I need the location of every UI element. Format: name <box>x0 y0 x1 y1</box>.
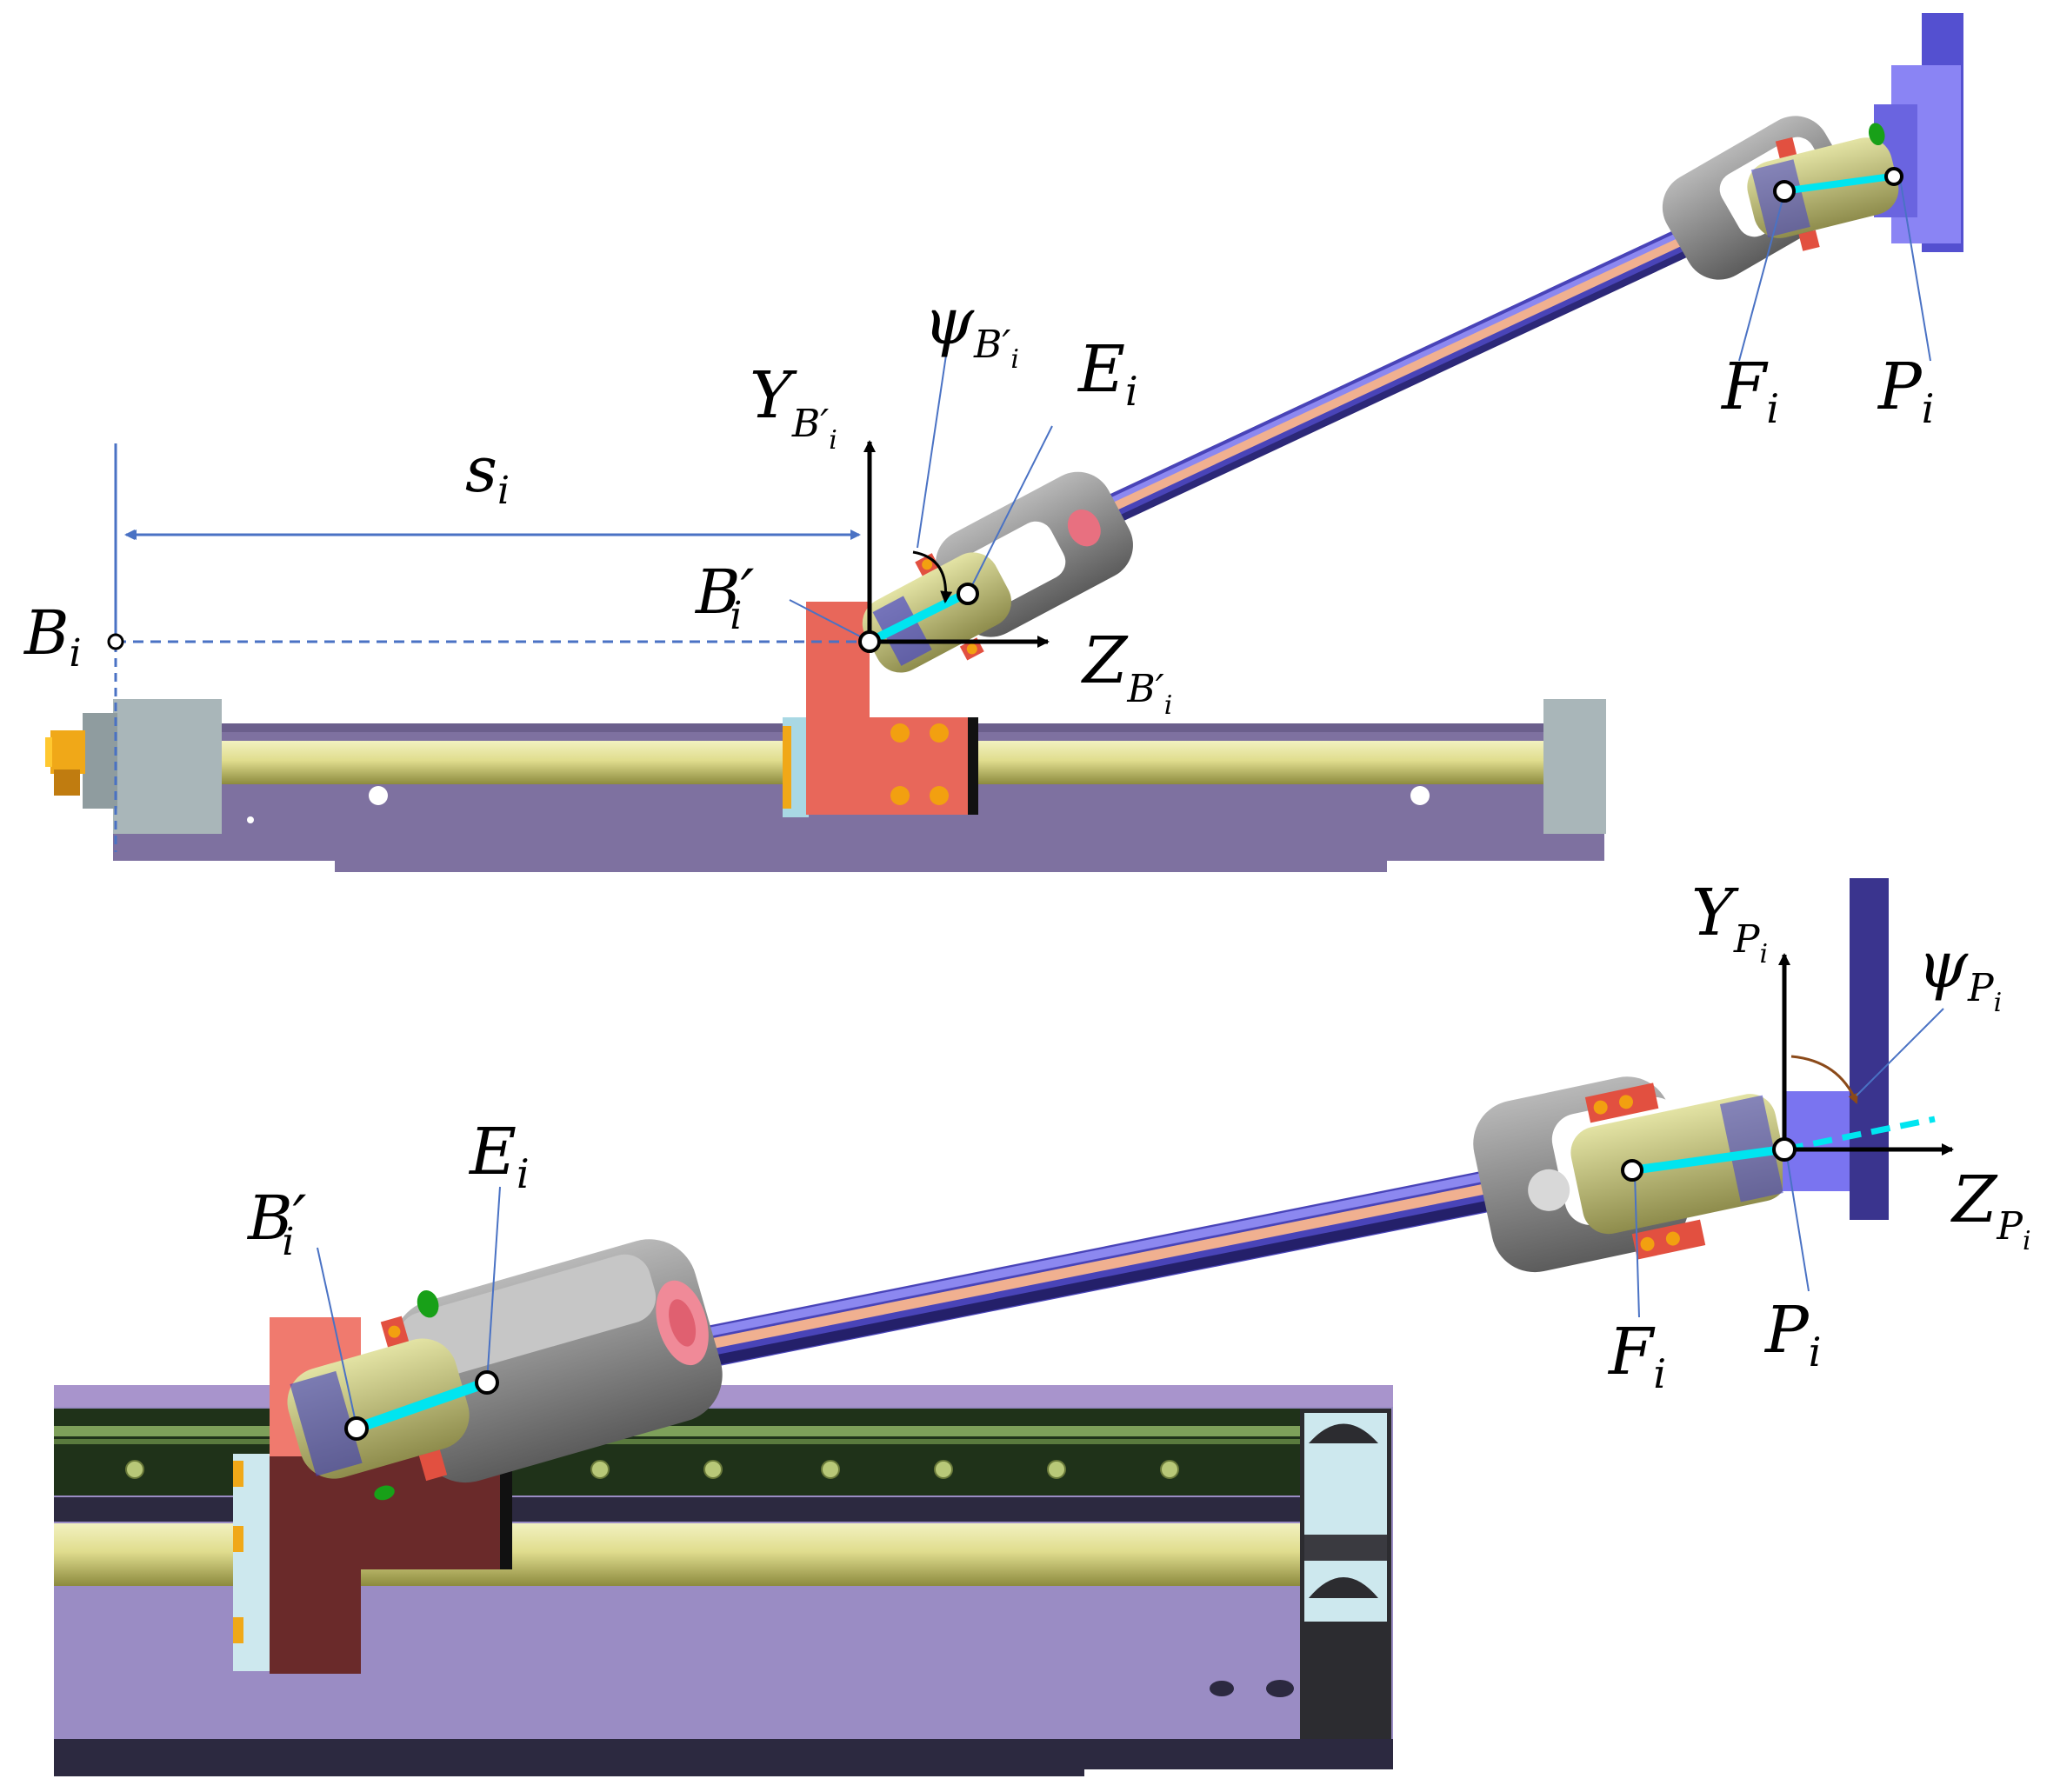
top-rail-hole <box>1410 786 1430 805</box>
point-Fi-bottom <box>1621 1159 1643 1182</box>
point-Bi <box>107 633 124 650</box>
point-Bprime-top <box>858 630 881 653</box>
bottom-view: B′i Ei Fi Pi YPi ZPi ψPi <box>54 876 2031 1776</box>
bottom-rail-screws <box>125 1460 1179 1479</box>
top-end-block-right <box>1543 699 1606 834</box>
label-psi-B: ψB′i <box>923 284 1019 375</box>
bottom-cyan-dashed <box>1783 1116 1936 1153</box>
top-platform <box>1874 13 1963 252</box>
label-si: si <box>465 433 510 513</box>
label-Y-B: YB′i <box>750 358 837 456</box>
label-Z-B: ZB′i <box>1081 623 1172 721</box>
label-psi-P: ψPi <box>1917 928 2002 1018</box>
bottom-cyan-segment <box>357 1377 489 1433</box>
bottom-end-block <box>1300 1409 1391 1739</box>
top-carriage <box>783 602 978 817</box>
label-Pi-bottom: Pi <box>1763 1293 1822 1376</box>
top-end-block-left <box>45 699 222 834</box>
label-Ei-top: Ei <box>1077 332 1138 415</box>
top-dimension-si <box>114 443 865 852</box>
top-view: Bi si B′i YB′i ZB′i ψB′i Ei Fi Pi <box>23 13 1963 872</box>
top-axes-B <box>863 440 1050 648</box>
point-Bprime-bottom <box>344 1416 369 1441</box>
top-rail-hole <box>369 786 388 805</box>
bottom-yoke <box>287 1289 470 1501</box>
label-Fi-bottom: Fi <box>1607 1315 1666 1397</box>
point-Ei-bottom <box>475 1370 499 1395</box>
label-Bi: Bi <box>23 597 82 676</box>
label-Bprime-top: B′i <box>694 556 754 638</box>
point-Ei-top <box>957 583 979 605</box>
label-Ei-bottom: Ei <box>468 1115 530 1197</box>
label-Y-P: YPi <box>1691 876 1768 969</box>
point-Fi-top <box>1773 180 1796 203</box>
bottom-cyan-segment-right <box>1631 1145 1783 1175</box>
bottom-axes-P <box>1778 953 1954 1156</box>
point-Pi-top <box>1884 167 1903 186</box>
top-rail-hole <box>247 816 254 823</box>
bottom-leaders <box>317 1008 1944 1427</box>
bottom-platform <box>1783 878 1889 1220</box>
bottom-rail-hole <box>1210 1681 1234 1696</box>
label-Z-P: ZPi <box>1950 1162 2031 1256</box>
top-leaders <box>789 177 1931 640</box>
label-Pi-top: Pi <box>1877 350 1935 432</box>
bottom-u-joint-grey <box>392 1239 723 1483</box>
point-Pi-bottom <box>1772 1137 1797 1162</box>
top-cyan-segment-right <box>1782 173 1892 195</box>
label-Fi-top: Fi <box>1720 350 1779 432</box>
bottom-rail-hole <box>1266 1680 1294 1697</box>
label-Bprime-bottom: B′i <box>246 1182 306 1264</box>
